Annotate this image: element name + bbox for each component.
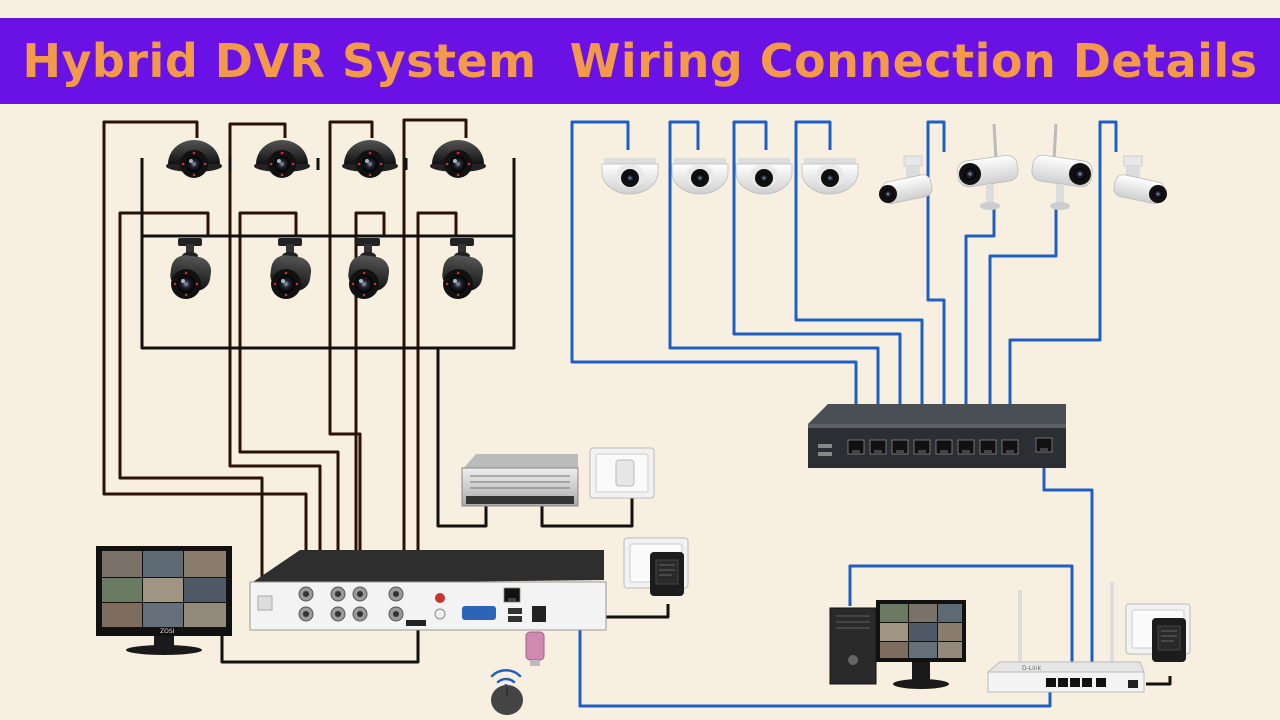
wall-socket-1 [589,447,655,499]
analog-dome-camera-3 [342,140,398,178]
analog-dome-camera-4 [430,140,486,178]
power-adapter-2 [1151,617,1187,663]
cctv-monitor: ZOSI [96,546,232,655]
router-brand: D-Link [1022,665,1042,672]
ip-dome-camera-4 [801,157,859,195]
analog-bullet-camera-2 [268,238,313,299]
wifi-signal-icon [490,669,522,684]
wireless-mouse [490,669,523,715]
ip-dome-camera-2 [671,157,729,195]
power-wiring [140,158,1172,686]
ip-dome-camera-3 [735,157,793,195]
poe-switch [808,404,1066,468]
analog-bullet-camera-4 [440,238,485,299]
power-adapter-1 [649,551,685,597]
monitor-brand: ZOSI [160,628,175,635]
power-supply-box [461,454,579,507]
ip-bullet-camera-2 [1111,155,1168,206]
coax-wiring [102,118,468,590]
usb-dongle [525,631,545,666]
ip-wifi-camera-1 [954,122,1021,212]
ip-bullet-camera-1 [878,155,935,206]
analog-bullet-camera-3 [346,238,391,299]
monitor-screen [102,551,226,627]
analog-dome-camera-1 [166,140,222,178]
ip-wifi-camera-2 [1029,122,1096,212]
desktop-pc [829,600,966,689]
ip-dome-camera-1 [601,157,659,195]
page-title: Hybrid DVR System Wiring Connection Deta… [22,34,1258,88]
dvr-recorder [249,550,607,631]
analog-bullet-camera-1 [168,238,213,299]
title-bar: Hybrid DVR System Wiring Connection Deta… [0,18,1280,104]
wifi-router: D-Link [986,582,1145,693]
analog-dome-camera-2 [254,140,310,178]
